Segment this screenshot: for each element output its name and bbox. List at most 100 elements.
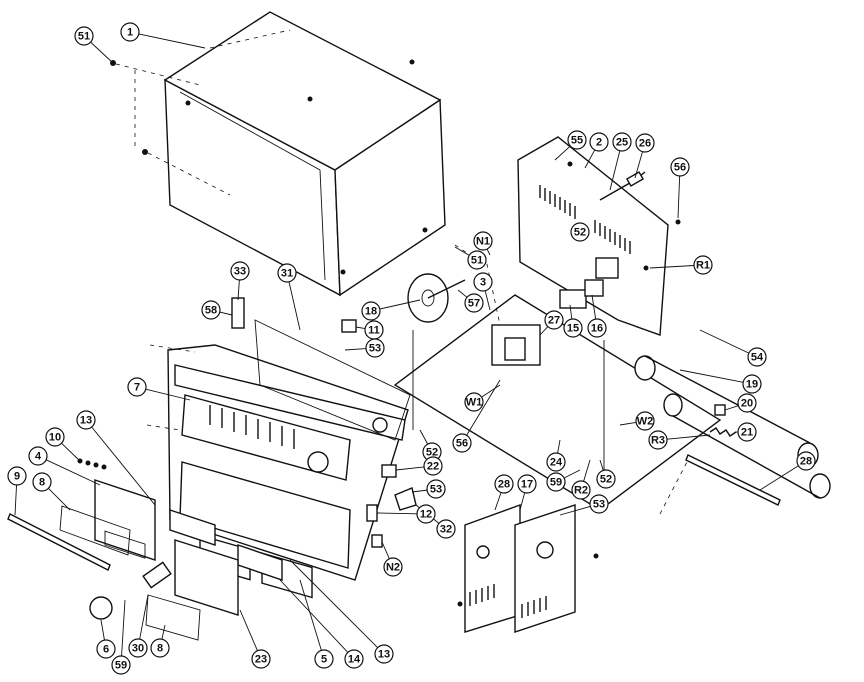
belt — [644, 355, 811, 444]
callout-circle — [589, 494, 609, 514]
callout-circle — [571, 480, 591, 500]
part-callout: 6 — [96, 639, 116, 659]
callout-circle — [635, 133, 655, 153]
callout-circle — [426, 479, 446, 499]
callout-circle — [28, 446, 48, 466]
component — [536, 541, 554, 559]
callout-label: 57 — [468, 298, 480, 310]
callout-circle — [747, 347, 767, 367]
leader-line — [45, 459, 101, 486]
part-callout: 15 — [563, 318, 583, 338]
leader-line — [91, 426, 156, 506]
front-panel — [146, 297, 417, 599]
pcb-board-right — [514, 504, 576, 633]
callout-circle — [494, 474, 514, 494]
callout-circle — [452, 433, 472, 453]
callout-label: 55 — [571, 135, 583, 147]
callout-label: W1 — [466, 397, 483, 409]
washer — [93, 462, 99, 468]
connector-pins — [469, 584, 547, 618]
part-callout: W1 — [464, 392, 484, 412]
callout-circle — [464, 293, 484, 313]
screw-dot — [567, 161, 573, 167]
leader-line — [583, 459, 591, 482]
part-callout: 9 — [7, 466, 27, 486]
callout-label: 12 — [420, 509, 432, 521]
leader-line — [237, 279, 240, 301]
part-callout: 53 — [365, 338, 385, 358]
callout-label: 4 — [35, 451, 42, 463]
callout-circle — [612, 132, 632, 152]
assembly-line — [454, 244, 471, 256]
part-callout: 28 — [494, 474, 514, 494]
leader-line — [634, 151, 643, 179]
callout-label: 27 — [548, 315, 560, 327]
leader-line — [619, 421, 637, 426]
leader-line — [289, 559, 378, 648]
callout-circle — [635, 411, 655, 431]
assembly-line — [115, 63, 201, 86]
bracket-32 — [394, 487, 417, 511]
part-callout: 21 — [737, 422, 757, 442]
callout-label: 51 — [78, 31, 90, 43]
screw-dot — [643, 265, 649, 271]
screw-dot — [675, 219, 681, 225]
callout-label: 58 — [205, 305, 217, 317]
screw-dot — [340, 269, 346, 275]
callout-circle — [796, 451, 816, 471]
screw-dot — [593, 553, 599, 559]
leader-line — [609, 150, 621, 191]
callout-circle — [374, 644, 394, 664]
leader-line — [481, 384, 501, 398]
callout-label: 8 — [39, 477, 45, 489]
plate-8 — [59, 505, 131, 556]
callout-label: R2 — [574, 485, 588, 497]
leader-line — [419, 429, 429, 445]
screw-dot — [185, 100, 191, 106]
part-callout: 51 — [74, 26, 94, 46]
button-block-13 — [169, 509, 216, 546]
callout-label: 53 — [369, 343, 381, 355]
leader-line — [344, 348, 367, 351]
part-callout: 8 — [150, 638, 170, 658]
part-20 — [714, 404, 726, 416]
callout-label: 19 — [746, 379, 758, 391]
leader-line — [161, 624, 166, 640]
leader-line — [288, 281, 301, 331]
washer — [85, 460, 91, 466]
callout-label: 5 — [321, 654, 327, 666]
cabinet-cover — [110, 11, 471, 297]
shaft-30 — [142, 561, 172, 589]
chassis-base — [393, 254, 722, 511]
shaft-28 — [685, 454, 781, 506]
callout-label: 30 — [132, 643, 144, 655]
leader-line — [759, 465, 799, 491]
part-callout: 56 — [670, 157, 690, 177]
leader-line — [381, 541, 390, 559]
part-callout: 22 — [423, 456, 443, 476]
flywheel-hub — [421, 289, 435, 307]
part-callout: 13 — [76, 410, 96, 430]
pcb-boards — [457, 504, 599, 633]
callout-circle — [436, 519, 456, 539]
callout-label: N1 — [476, 236, 490, 248]
callout-circle — [201, 300, 221, 320]
callout-label: 9 — [14, 471, 20, 483]
leader-line — [299, 579, 322, 651]
callout-circle — [416, 504, 436, 524]
leader-line — [457, 289, 468, 298]
assembly-line — [484, 254, 501, 326]
callout-label: 56 — [674, 162, 686, 174]
leader-line — [677, 175, 681, 219]
part-callout: 33 — [230, 261, 250, 281]
callout-label: 6 — [103, 644, 109, 656]
part-callout: 53 — [589, 494, 609, 514]
flywheel-shaft — [427, 279, 466, 299]
rear-panel — [517, 136, 681, 336]
callout-label: 25 — [616, 137, 628, 149]
leader-line — [145, 388, 191, 401]
callout-label: 53 — [430, 484, 442, 496]
leader-line — [569, 304, 573, 320]
